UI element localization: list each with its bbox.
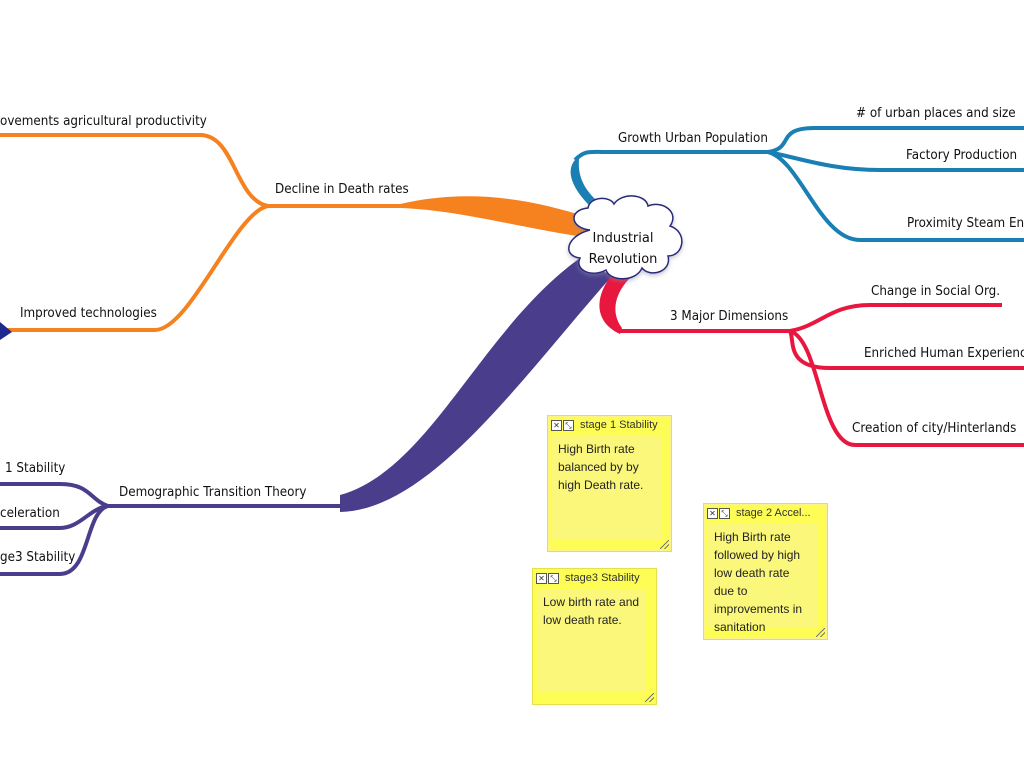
branch-dims-child-1 bbox=[789, 303, 1002, 333]
central-cloud[interactable] bbox=[568, 195, 683, 280]
expand-icon[interactable]: ⤡ bbox=[563, 419, 574, 431]
branch-dims-child-2 bbox=[788, 330, 1024, 370]
resize-grip-icon[interactable] bbox=[645, 693, 654, 702]
topic-3-major-dimensions[interactable]: 3 Major Dimensions bbox=[670, 309, 789, 324]
subtopic-change-social-org[interactable]: Change in Social Org. bbox=[871, 284, 1001, 299]
branch-dims-child-3 bbox=[789, 329, 1024, 447]
subtopic-urban-places-size[interactable]: # of urban places and size bbox=[856, 106, 1016, 121]
subtopic-stage3-stability[interactable]: ge3 Stability bbox=[0, 550, 76, 565]
subtopic-stage2-acceleration[interactable]: celeration bbox=[0, 506, 60, 521]
subtopic-proximity-steam[interactable]: Proximity Steam Eng bbox=[907, 216, 1024, 231]
branch-demo-child-1 bbox=[0, 482, 109, 508]
subtopic-enriched-human-experience[interactable]: Enriched Human Experience bbox=[864, 346, 1024, 361]
note-titlebar[interactable]: ✕ ⤡ stage 1 Stability bbox=[548, 416, 671, 434]
branch-death-child-1 bbox=[0, 133, 269, 208]
subtopic-improved-technologies[interactable]: Improved technologies bbox=[20, 306, 157, 321]
topic-decline-death-rates[interactable]: Decline in Death rates bbox=[275, 182, 409, 197]
branch-urban-child-1 bbox=[767, 126, 1024, 154]
note-title: stage3 Stability bbox=[565, 572, 640, 584]
central-topic-line1: Industrial bbox=[592, 231, 654, 246]
note-title: stage 2 Accel... bbox=[736, 507, 811, 519]
note-titlebar[interactable]: ✕ ⤡ stage3 Stability bbox=[533, 569, 656, 587]
note-body[interactable]: Low birth rate and low death rate. bbox=[537, 589, 646, 692]
branch-urban-child-2 bbox=[767, 150, 1024, 172]
note-body[interactable]: High Birth rate balanced by by high Deat… bbox=[552, 436, 661, 539]
branch-death-child-2 bbox=[0, 204, 269, 332]
sticky-note-stage3[interactable]: ✕ ⤡ stage3 Stability Low birth rate and … bbox=[532, 568, 657, 705]
branch-dims-thick bbox=[599, 268, 632, 334]
sticky-note-stage1[interactable]: ✕ ⤡ stage 1 Stability High Birth rate ba… bbox=[547, 415, 672, 552]
expand-icon[interactable]: ⤡ bbox=[719, 507, 730, 519]
subtopic-agricultural-productivity[interactable]: ovements agricultural productivity bbox=[0, 114, 207, 129]
branch-demo-child-3 bbox=[0, 504, 109, 576]
expand-icon[interactable]: ⤡ bbox=[548, 572, 559, 584]
close-icon[interactable]: ✕ bbox=[707, 507, 718, 519]
branch-death-thick bbox=[400, 196, 590, 238]
branch-urban-line bbox=[573, 149, 768, 162]
resize-grip-icon[interactable] bbox=[816, 628, 825, 637]
topic-growth-urban-population[interactable]: Growth Urban Population bbox=[618, 131, 768, 146]
central-topic-line2: Revolution bbox=[588, 252, 658, 267]
subtopic-stage1-stability[interactable]: 1 Stability bbox=[5, 461, 66, 476]
resize-grip-icon[interactable] bbox=[660, 540, 669, 549]
subtopic-factory-production[interactable]: Factory Production bbox=[906, 148, 1018, 163]
note-title: stage 1 Stability bbox=[580, 419, 658, 431]
sticky-note-stage2[interactable]: ✕ ⤡ stage 2 Accel... High Birth rate fol… bbox=[703, 503, 828, 640]
close-icon[interactable]: ✕ bbox=[551, 419, 562, 431]
central-topic[interactable]: Industrial Revolution bbox=[580, 228, 666, 270]
note-titlebar[interactable]: ✕ ⤡ stage 2 Accel... bbox=[704, 504, 827, 522]
arrow-marker bbox=[0, 322, 12, 340]
topic-demographic-transition[interactable]: Demographic Transition Theory bbox=[119, 485, 307, 500]
close-icon[interactable]: ✕ bbox=[536, 572, 547, 584]
branch-demo-thick bbox=[340, 258, 612, 512]
note-body[interactable]: High Birth rate followed by high low dea… bbox=[708, 524, 817, 634]
branch-urban-child-3 bbox=[767, 150, 1024, 242]
subtopic-creation-city-hinterlands[interactable]: Creation of city/Hinterlands bbox=[852, 421, 1017, 436]
